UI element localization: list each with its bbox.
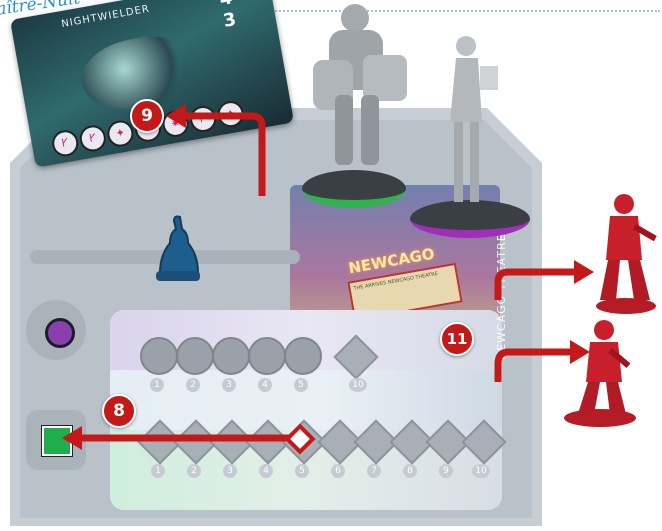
- step-marker-11: 11: [440, 322, 474, 356]
- step-marker-8: 8: [102, 394, 136, 428]
- arrow-step-11-bottom: [498, 352, 574, 382]
- step-marker-9: 9: [130, 99, 164, 133]
- arrow-step-9: [184, 116, 262, 196]
- arrow-step-11-top: [498, 272, 578, 300]
